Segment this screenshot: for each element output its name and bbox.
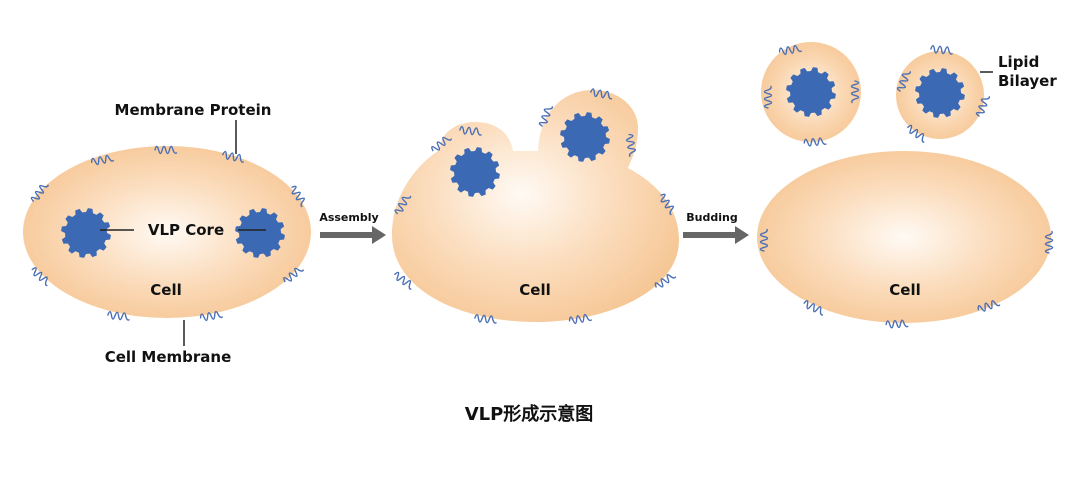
cell-label-3: Cell: [889, 281, 920, 299]
cell-body: [392, 90, 679, 322]
cell-body: [23, 146, 311, 318]
vlp-core-left: [61, 208, 111, 258]
vlp-core-released-2: [915, 68, 965, 118]
released-vlp-2: [896, 44, 991, 144]
membrane-protein-label: Membrane Protein: [115, 101, 272, 119]
released-vlp-1: [761, 42, 861, 148]
stage-2-cell: Cell: [392, 87, 679, 326]
vlp-core-budding-right: [560, 112, 610, 162]
assembly-label: Assembly: [319, 211, 378, 224]
budding-label: Budding: [686, 211, 737, 224]
budding-arrow: Budding: [683, 211, 749, 244]
cell-label-2: Cell: [519, 281, 550, 299]
lipid-bilayer-label-line2: Bilayer: [998, 72, 1057, 90]
vlp-core-released-1: [786, 67, 836, 117]
assembly-arrow: Assembly: [319, 211, 386, 244]
vlp-core-budding-left: [450, 147, 500, 197]
cell-body: [757, 151, 1051, 323]
diagram-title: VLP形成示意图: [465, 403, 594, 425]
cell-label-1: Cell: [150, 281, 181, 299]
stage-3: Lipid Bilayer Cell: [757, 42, 1057, 329]
cell-membrane-label: Cell Membrane: [105, 348, 232, 366]
stage-1-cell: VLP Core Cell Membrane Protein Cell Memb…: [23, 101, 311, 366]
vlp-core-label: VLP Core: [148, 221, 224, 239]
vlp-core-right: [235, 208, 285, 258]
lipid-bilayer-label-line1: Lipid: [998, 53, 1039, 71]
